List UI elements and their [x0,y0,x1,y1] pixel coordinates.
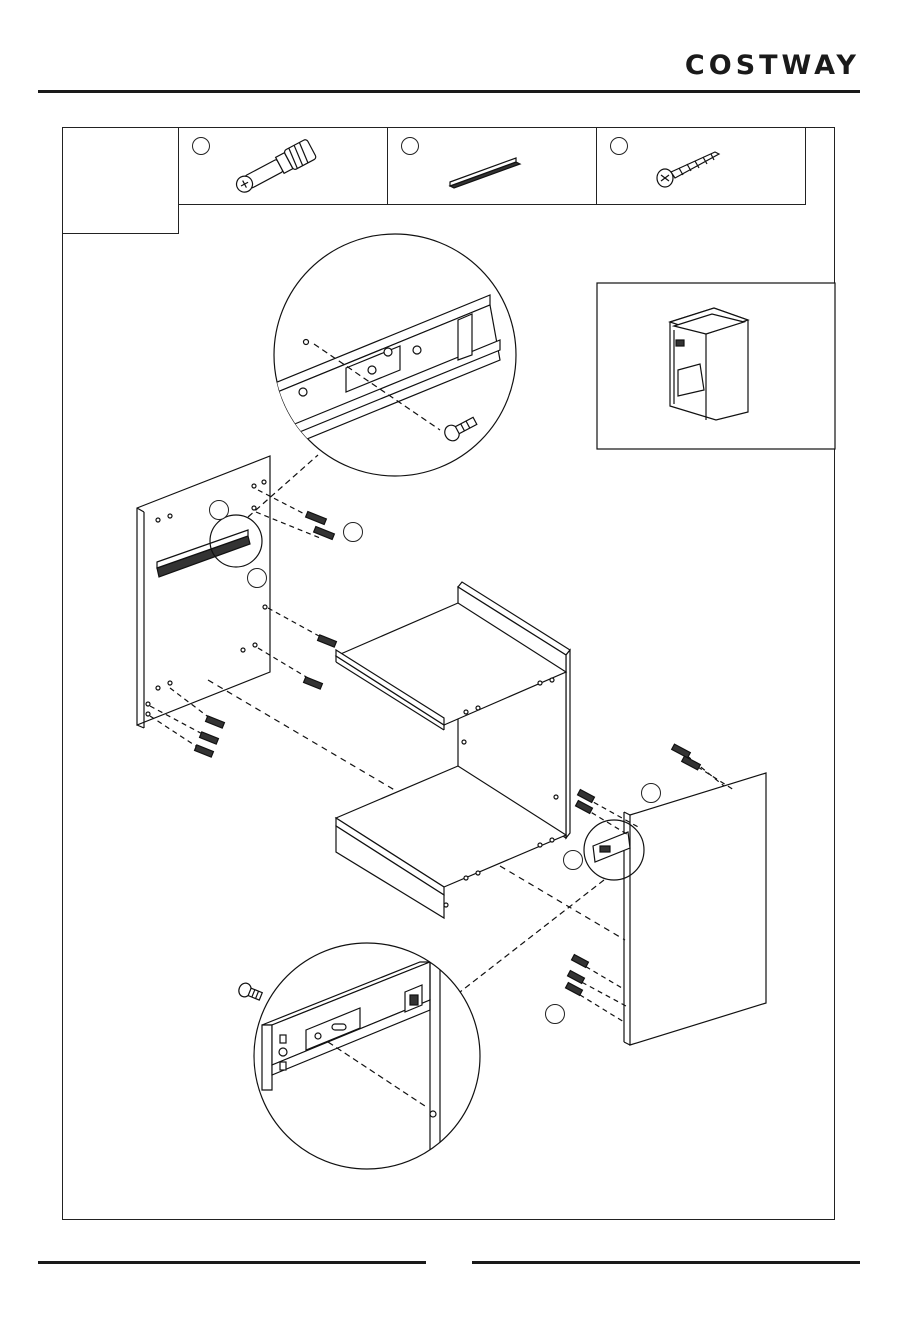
footer-rule-left [38,1261,426,1264]
finished-cabinet-inset [597,283,835,449]
callout-badge [343,522,363,542]
callout-badge [641,783,661,803]
cabinet-body [336,582,570,918]
callout-badge [247,568,267,588]
callout-badge [545,1004,565,1024]
left-side-panel [137,456,270,728]
footer-rule-right [472,1261,860,1264]
callout-badge [209,500,229,520]
bottom-detail-screw [237,981,264,1003]
callout-badge [563,850,583,870]
